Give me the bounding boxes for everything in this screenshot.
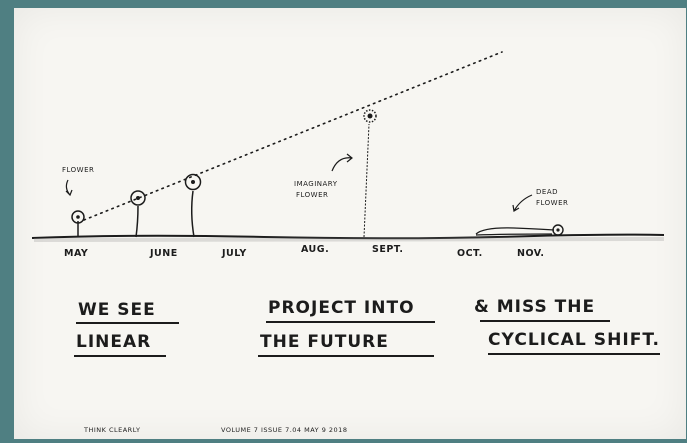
caption-1-line-2: LINEAR — [76, 332, 151, 352]
flower-arrow-icon — [65, 179, 73, 197]
flower-june-icon — [130, 190, 146, 238]
footer-left: THINK CLEARLY — [83, 426, 140, 434]
flower-july-icon — [184, 173, 202, 238]
sketch-illustration: FLOWER IMAGINARY FLOWER DEAD FLOWER MAY … — [31, 51, 665, 434]
caption-2-line-1: PROJECT INTO — [268, 298, 415, 318]
projection-dotted-line — [83, 51, 503, 221]
imaginary-arrow-icon — [331, 153, 353, 172]
sketch-paper: FLOWER IMAGINARY FLOWER DEAD FLOWER MAY … — [14, 8, 686, 439]
dead-flower-icon — [475, 224, 564, 236]
month-label-aug: AUG. — [301, 244, 329, 255]
caption-3-line-1: & MISS THE — [474, 297, 595, 317]
month-label-oct: OCT. — [457, 248, 483, 259]
dead-arrow-icon — [512, 194, 533, 212]
footer-issue-info: VOLUME 7 ISSUE 7.04 MAY 9 2018 — [221, 426, 347, 434]
caption-2-line-2: THE FUTURE — [260, 332, 389, 352]
caption-3-line-2: CYCLICAL SHIFT. — [488, 330, 660, 350]
month-label-may: MAY — [64, 248, 88, 259]
ground-texture — [33, 237, 665, 242]
month-label-sept: SEPT. — [372, 244, 403, 255]
month-label-june: JUNE — [149, 248, 178, 259]
imaginary-flower-label-line1: IMAGINARY — [294, 180, 338, 188]
ground-line — [31, 233, 665, 240]
dead-flower-label-line1: DEAD — [536, 188, 558, 196]
imaginary-flower-label-line2: FLOWER — [296, 191, 328, 199]
month-label-nov: NOV. — [517, 248, 545, 259]
dead-flower-label-line2: FLOWER — [536, 199, 568, 207]
caption-1-line-1: WE SEE — [78, 300, 156, 320]
month-label-july: JULY — [221, 248, 247, 259]
flower-label: FLOWER — [62, 166, 94, 174]
imaginary-flower-icon — [363, 109, 377, 238]
flower-may-icon — [71, 210, 85, 237]
